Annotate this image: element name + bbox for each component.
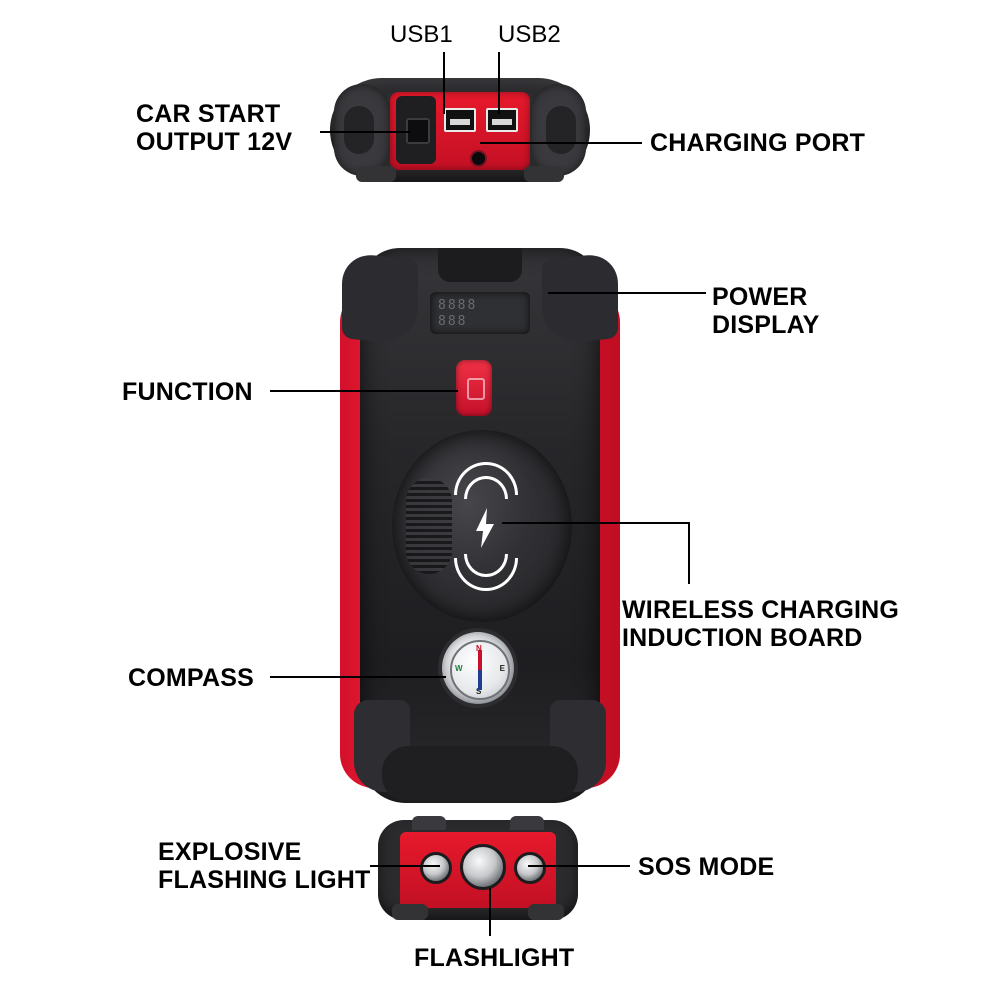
leader-usb2 <box>498 52 500 114</box>
device-top-view <box>330 70 590 190</box>
label-flashlight: FLASHLIGHT <box>414 944 575 972</box>
lightning-bolt-icon <box>476 508 494 548</box>
compass-face: N S E W <box>450 640 510 700</box>
bottom-unit-left-tab <box>412 816 446 830</box>
top-unit-left-cap-inner <box>344 106 374 154</box>
label-power-display-line2: DISPLAY <box>712 311 820 339</box>
leader-wireless-h <box>502 522 690 524</box>
bottom-unit-right-tab <box>510 816 544 830</box>
leader-sos-mode <box>528 865 630 867</box>
label-explosive-line1: EXPLOSIVE <box>158 838 302 866</box>
compass-label-north: N <box>476 644 482 653</box>
top-unit-right-cap-inner <box>546 106 576 154</box>
label-compass: COMPASS <box>128 664 254 692</box>
label-wireless-line1: WIRELESS CHARGING <box>622 596 900 624</box>
usb1-port[interactable] <box>444 108 476 132</box>
leader-flashlight <box>489 888 491 936</box>
leader-function <box>270 390 458 392</box>
compass-label-west: W <box>455 664 463 673</box>
compass-label-south: S <box>476 687 482 696</box>
speaker-grille <box>406 478 452 574</box>
compass-needle-north <box>478 650 482 670</box>
main-unit-left-shoulder <box>342 252 418 346</box>
sos-mode-led <box>514 852 546 884</box>
leader-explosive <box>370 865 440 867</box>
flashlight-led <box>460 844 506 890</box>
charging-port-jack[interactable] <box>470 150 487 167</box>
device-bottom-view <box>378 816 578 924</box>
top-unit-left-foot <box>356 166 396 182</box>
label-usb1: USB1 <box>390 21 453 48</box>
top-unit-left-cap <box>334 84 390 176</box>
leader-car-start <box>320 131 410 133</box>
bottom-unit-right-foot <box>528 904 564 920</box>
leader-usb1 <box>443 52 445 114</box>
wireless-charging-induction-board[interactable] <box>392 430 572 622</box>
compass-label-east: E <box>499 664 505 673</box>
device-front-view: 8888 888 N S E W <box>330 248 630 803</box>
label-car-start-line1: CAR START <box>136 100 281 128</box>
power-display-screen: 8888 888 <box>430 292 530 334</box>
leader-power-display <box>548 292 706 294</box>
label-usb2: USB2 <box>498 21 561 48</box>
usb2-port[interactable] <box>486 108 518 132</box>
leader-charging-port <box>480 142 642 144</box>
top-unit-right-foot <box>524 166 564 182</box>
display-line-2: 888 <box>438 314 468 329</box>
label-charging-port: CHARGING PORT <box>650 129 866 157</box>
bottom-unit-left-foot <box>392 904 428 920</box>
label-wireless-line2: INDUCTION BOARD <box>622 624 863 652</box>
label-function: FUNCTION <box>122 378 253 406</box>
main-unit-right-shoulder <box>542 252 618 346</box>
top-unit-right-cap <box>530 84 586 176</box>
leader-wireless-v <box>688 522 690 584</box>
label-explosive-line2: FLASHING LIGHT <box>158 866 371 894</box>
label-power-display-line1: POWER <box>712 283 808 311</box>
label-sos-mode: SOS MODE <box>638 853 775 881</box>
main-unit-base <box>382 746 578 802</box>
explosive-flashing-light-led <box>420 852 452 884</box>
leader-compass <box>270 676 446 678</box>
label-car-start-line2: OUTPUT 12V <box>136 128 293 156</box>
compass: N S E W <box>442 632 514 704</box>
function-button[interactable] <box>456 360 492 416</box>
main-unit-top-notch <box>438 248 522 282</box>
display-line-1: 8888 <box>438 298 478 313</box>
compass-needle-south <box>478 670 482 690</box>
